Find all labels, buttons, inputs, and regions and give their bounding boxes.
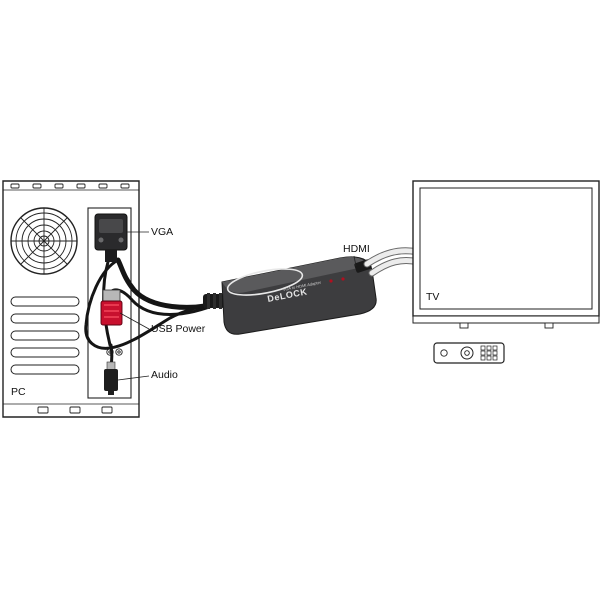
fan-icon xyxy=(10,207,78,275)
vga-to-hdmi-adapter: DeLOCK VGA to HDMI Adapter xyxy=(203,256,377,335)
leader-hdmi xyxy=(353,255,357,267)
drive-bays xyxy=(10,296,80,375)
led-2 xyxy=(341,277,345,281)
leader-lines xyxy=(117,231,357,381)
leader-usb xyxy=(119,312,150,330)
usb-power-label: USB Power xyxy=(151,323,206,335)
audio-plug xyxy=(104,361,118,395)
pc-vent-slots-top xyxy=(10,183,130,189)
remote-control-icon xyxy=(433,342,505,364)
audio-label: Audio xyxy=(151,369,178,381)
vga-label: VGA xyxy=(151,226,174,238)
brand-logo xyxy=(226,268,304,296)
pc-vent-slots-bottom xyxy=(37,406,113,414)
hdmi-cable xyxy=(363,247,422,277)
vga-connector xyxy=(94,213,128,262)
usb-plug xyxy=(100,289,123,326)
hdmi-label: HDMI xyxy=(343,243,370,255)
pc-label: PC xyxy=(11,386,26,398)
leader-audio xyxy=(117,375,150,381)
tv-label: TV xyxy=(426,291,440,303)
led-1 xyxy=(329,279,333,283)
tv xyxy=(412,180,600,329)
